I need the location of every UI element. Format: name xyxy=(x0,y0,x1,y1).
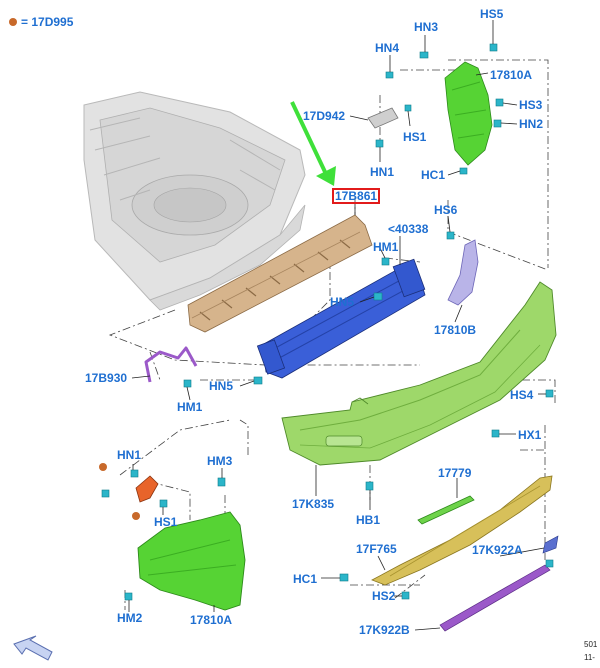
pointer-arrow xyxy=(290,101,336,186)
callout-17k922b: 17K922B xyxy=(359,623,410,637)
callout-hx1: HX1 xyxy=(518,428,542,442)
callout-hs1-top: HS1 xyxy=(403,130,427,144)
callout-hc1-low: HC1 xyxy=(293,572,317,586)
side-bracket-left xyxy=(137,511,246,611)
callout-hc1-top: HC1 xyxy=(421,168,445,182)
callout-hm1-low: HM1 xyxy=(177,400,203,414)
leader-lines xyxy=(128,20,546,631)
callout-40338: <40338 xyxy=(388,222,429,236)
callout-17810a-low: 17810A xyxy=(190,613,232,627)
callout-hn1-low: HN1 xyxy=(117,448,141,462)
bumper-cover xyxy=(281,281,557,466)
callout-17f765: 17F765 xyxy=(356,542,397,556)
callout-hs1-low: HS1 xyxy=(154,515,178,529)
impact-beam xyxy=(256,258,426,379)
page-code: 11- xyxy=(584,653,595,662)
callout-17d942: 17D942 xyxy=(303,109,345,123)
callout-hn5-mid: HN5 xyxy=(330,295,354,309)
callout-17810a-top: 17810A xyxy=(490,68,532,82)
callout-hn3: HN3 xyxy=(414,20,438,34)
bracket-17810b xyxy=(447,239,479,306)
callout-hs4: HS4 xyxy=(510,388,534,402)
strip-17k922b xyxy=(439,564,551,632)
side-bracket-right xyxy=(444,61,493,166)
strip-17k922a xyxy=(542,535,559,554)
back-arrow-icon[interactable] xyxy=(13,635,53,661)
legend-label: = 17D995 xyxy=(21,15,74,29)
callout-hm2: HM2 xyxy=(117,611,143,625)
callout-hs6: HS6 xyxy=(434,203,458,217)
callout-17k835: 17K835 xyxy=(292,497,334,511)
callout-17b930: 17B930 xyxy=(85,371,127,385)
callout-17810b: 17810B xyxy=(434,323,476,337)
callout-hm3: HM3 xyxy=(207,454,233,468)
callout-hn2: HN2 xyxy=(519,117,543,131)
legend-dot-icon xyxy=(9,18,17,26)
callout-17779: 17779 xyxy=(438,466,472,480)
callout-hn4: HN4 xyxy=(375,41,399,55)
small-bracket-17d942 xyxy=(367,107,399,129)
callout-17k922a: 17K922A xyxy=(472,543,523,557)
trim-strip-17779 xyxy=(417,495,475,525)
bracket-17b930 xyxy=(144,346,198,383)
callout-hs5: HS5 xyxy=(480,7,504,21)
callout-hs3: HS3 xyxy=(519,98,543,112)
callout-hn5-low: HN5 xyxy=(209,379,233,393)
callout-hn1-top: HN1 xyxy=(370,165,394,179)
highlight-box xyxy=(332,188,380,204)
deflector-17f765 xyxy=(371,475,553,586)
energy-absorber xyxy=(187,214,373,333)
callout-hm1-mid: HM1 xyxy=(373,240,399,254)
callout-hs2: HS2 xyxy=(372,589,396,603)
fasteners xyxy=(99,43,554,601)
rear-floor-pan xyxy=(83,91,306,311)
page-number: 501 xyxy=(584,640,598,649)
callout-17b861: 17B861 xyxy=(335,189,377,203)
orange-bracket xyxy=(135,475,159,503)
callout-hb1: HB1 xyxy=(356,513,380,527)
